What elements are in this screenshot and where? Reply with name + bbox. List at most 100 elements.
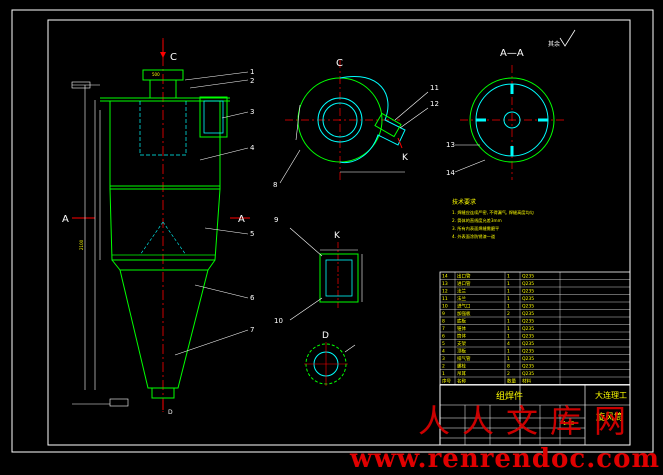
bom-cell: 排气管 (457, 355, 471, 362)
bom-cell: Q235 (522, 319, 534, 325)
bom-cell: 2 (507, 371, 510, 377)
bom-cell: 进气口 (457, 303, 471, 310)
detail-k-arrow-label: K (402, 153, 409, 163)
top-width-dim: 500 (152, 72, 160, 77)
bom-cell: 1 (507, 289, 510, 295)
bom-header-cell: 材料 (522, 378, 531, 385)
bom-cell: Q235 (522, 334, 534, 340)
watermark-url: www.renrendoc.com (350, 444, 660, 474)
title-assembly: 组焊件 (496, 390, 523, 402)
bom-cell: Q235 (522, 349, 534, 355)
bom-cell: 法兰 (457, 288, 466, 295)
part-label-2: 2 (250, 77, 254, 85)
bom-cell: 1 (507, 326, 510, 332)
section-aa-view: A—A 13 14 其余 (446, 29, 576, 180)
part-label-3: 3 (250, 108, 254, 116)
title-block: 组焊件 大连理工 旋风筒 1:10 (439, 384, 631, 446)
detail-d-view: D (304, 331, 356, 386)
view-c-label: C (170, 52, 177, 63)
bom-cell: 1 (507, 304, 510, 310)
bom-cell: 进口管 (457, 280, 471, 287)
bom-cell: 14 (442, 274, 448, 280)
part-label-13: 13 (446, 141, 455, 149)
bom-cell: 筒体 (457, 333, 466, 340)
bom-cell: 螺栓 (457, 363, 466, 370)
part-label-9: 9 (274, 216, 278, 224)
bom-cell: 4 (442, 349, 445, 355)
bom-cell: 7 (442, 326, 445, 332)
bom-cell: 2 (442, 364, 445, 370)
bom-header-cell: 数量 (507, 378, 516, 385)
bom-cell: 10 (442, 304, 448, 310)
part-label-12: 12 (430, 100, 439, 108)
bom-cell: Q235 (522, 341, 534, 347)
note-item-1: 1. 焊缝应连续严密, 不得漏气, 焊缝高度均匀 (452, 209, 534, 216)
detail-k-title: K (334, 231, 341, 241)
title-school: 大连理工 (595, 390, 627, 400)
bom-cell: 出口管 (457, 273, 471, 280)
title-scale: 1:10 (563, 421, 574, 427)
bottom-marker: D (168, 409, 173, 416)
part-label-6: 6 (250, 294, 255, 302)
front-view: C 500 D A (62, 38, 255, 416)
part-label-1: 1 (250, 68, 254, 76)
part-label-4: 4 (250, 144, 255, 152)
bom-cell: 顶板 (457, 348, 466, 355)
detail-k-view: K 9 10 (274, 216, 363, 325)
bom-cell: 6 (442, 334, 445, 340)
height-dim: 2100 (79, 239, 84, 250)
section-aa-title: A—A (500, 48, 524, 59)
bom-cell: 1 (507, 356, 510, 362)
bom-header-cell: 序号 (442, 378, 451, 385)
bom-cell: 1 (442, 371, 445, 377)
bom-cell: 13 (442, 281, 448, 287)
bom-cell: 1 (507, 334, 510, 340)
note-item-2: 2. 筒体的直线度允差3mm (452, 217, 502, 224)
title-product: 旋风筒 (596, 411, 623, 423)
top-view-c: C 11 12 8 K (273, 58, 439, 189)
bom-cell: 加强板 (457, 310, 471, 317)
note-item-3: 3. 所有内表面焊缝需磨平 (452, 225, 499, 232)
bom-cell: 4 (507, 341, 510, 347)
bom-cell: Q235 (522, 326, 534, 332)
bom-cell: 锥体 (457, 325, 466, 332)
technical-notes: 技术要求 1. 焊缝应连续严密, 不得漏气, 焊缝高度均匀 2. 筒体的直线度允… (452, 198, 534, 240)
bom-cell: Q235 (522, 281, 534, 287)
watermark-chinese: 人人文库网 (418, 402, 639, 440)
bom-cell: Q235 (522, 371, 534, 377)
bom-cell: Q235 (522, 304, 534, 310)
bom-cell: 2 (507, 311, 510, 317)
part-label-11: 11 (430, 84, 439, 92)
bom-cell: 1 (507, 349, 510, 355)
bom-cell: 支架 (457, 340, 466, 347)
bom-header-cell: 名称 (457, 378, 466, 385)
inner-border (47, 19, 631, 446)
part-label-5: 5 (250, 230, 254, 238)
detail-d-title: D (322, 331, 329, 341)
bom-cell: Q235 (522, 356, 534, 362)
bom-cell: 8 (507, 364, 510, 370)
bom-cell: 1 (507, 281, 510, 287)
roughness-note: 其余 (548, 40, 560, 48)
part-label-10: 10 (274, 317, 283, 325)
part-label-8: 8 (273, 181, 277, 189)
bom-cell: Q235 (522, 311, 534, 317)
bom-cell: 3 (442, 356, 445, 362)
bom-cell: 8 (442, 319, 445, 325)
bom-cell: Q235 (522, 289, 534, 295)
bom-cell: 1 (507, 274, 510, 280)
notes-heading: 技术要求 (452, 198, 476, 206)
bom-cell: 法兰 (457, 295, 466, 302)
bom-cell: 12 (442, 289, 448, 295)
bom-cell: 11 (442, 296, 448, 302)
part-label-14: 14 (446, 169, 455, 177)
outer-border (11, 9, 654, 453)
bom-cell: 底板 (457, 318, 466, 325)
view-c-top: C (336, 58, 343, 69)
bom-cell: 吊耳 (457, 371, 466, 377)
note-item-4: 4. 外表面涂防锈漆一道 (452, 233, 496, 240)
bom-cell: 1 (507, 319, 510, 325)
bom-cell: Q235 (522, 274, 534, 280)
